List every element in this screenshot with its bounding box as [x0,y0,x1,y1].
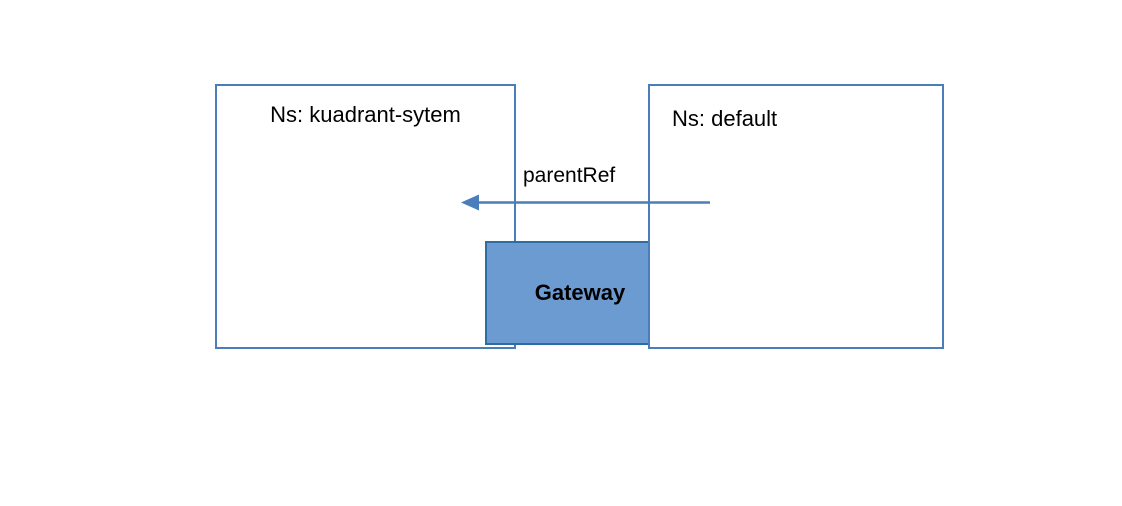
node-gateway-title: Gateway [534,280,626,305]
namespace-label-kuadrant-system: Ns: kuadrant-sytem [270,102,461,127]
namespace-box-kuadrant-system: Ns: kuadrant-sytem Gateway [215,84,675,349]
edge-parentref-arrowhead [461,194,479,211]
edge-parentref-arrow [461,194,710,211]
node-gateway[interactable]: Gateway [485,241,675,345]
namespace-label-default: Ns: default [672,106,778,131]
namespace-box-default: Ns: default HTTPRoute toystore [648,84,944,349]
edge-parentref-label: parentRef [520,163,619,188]
